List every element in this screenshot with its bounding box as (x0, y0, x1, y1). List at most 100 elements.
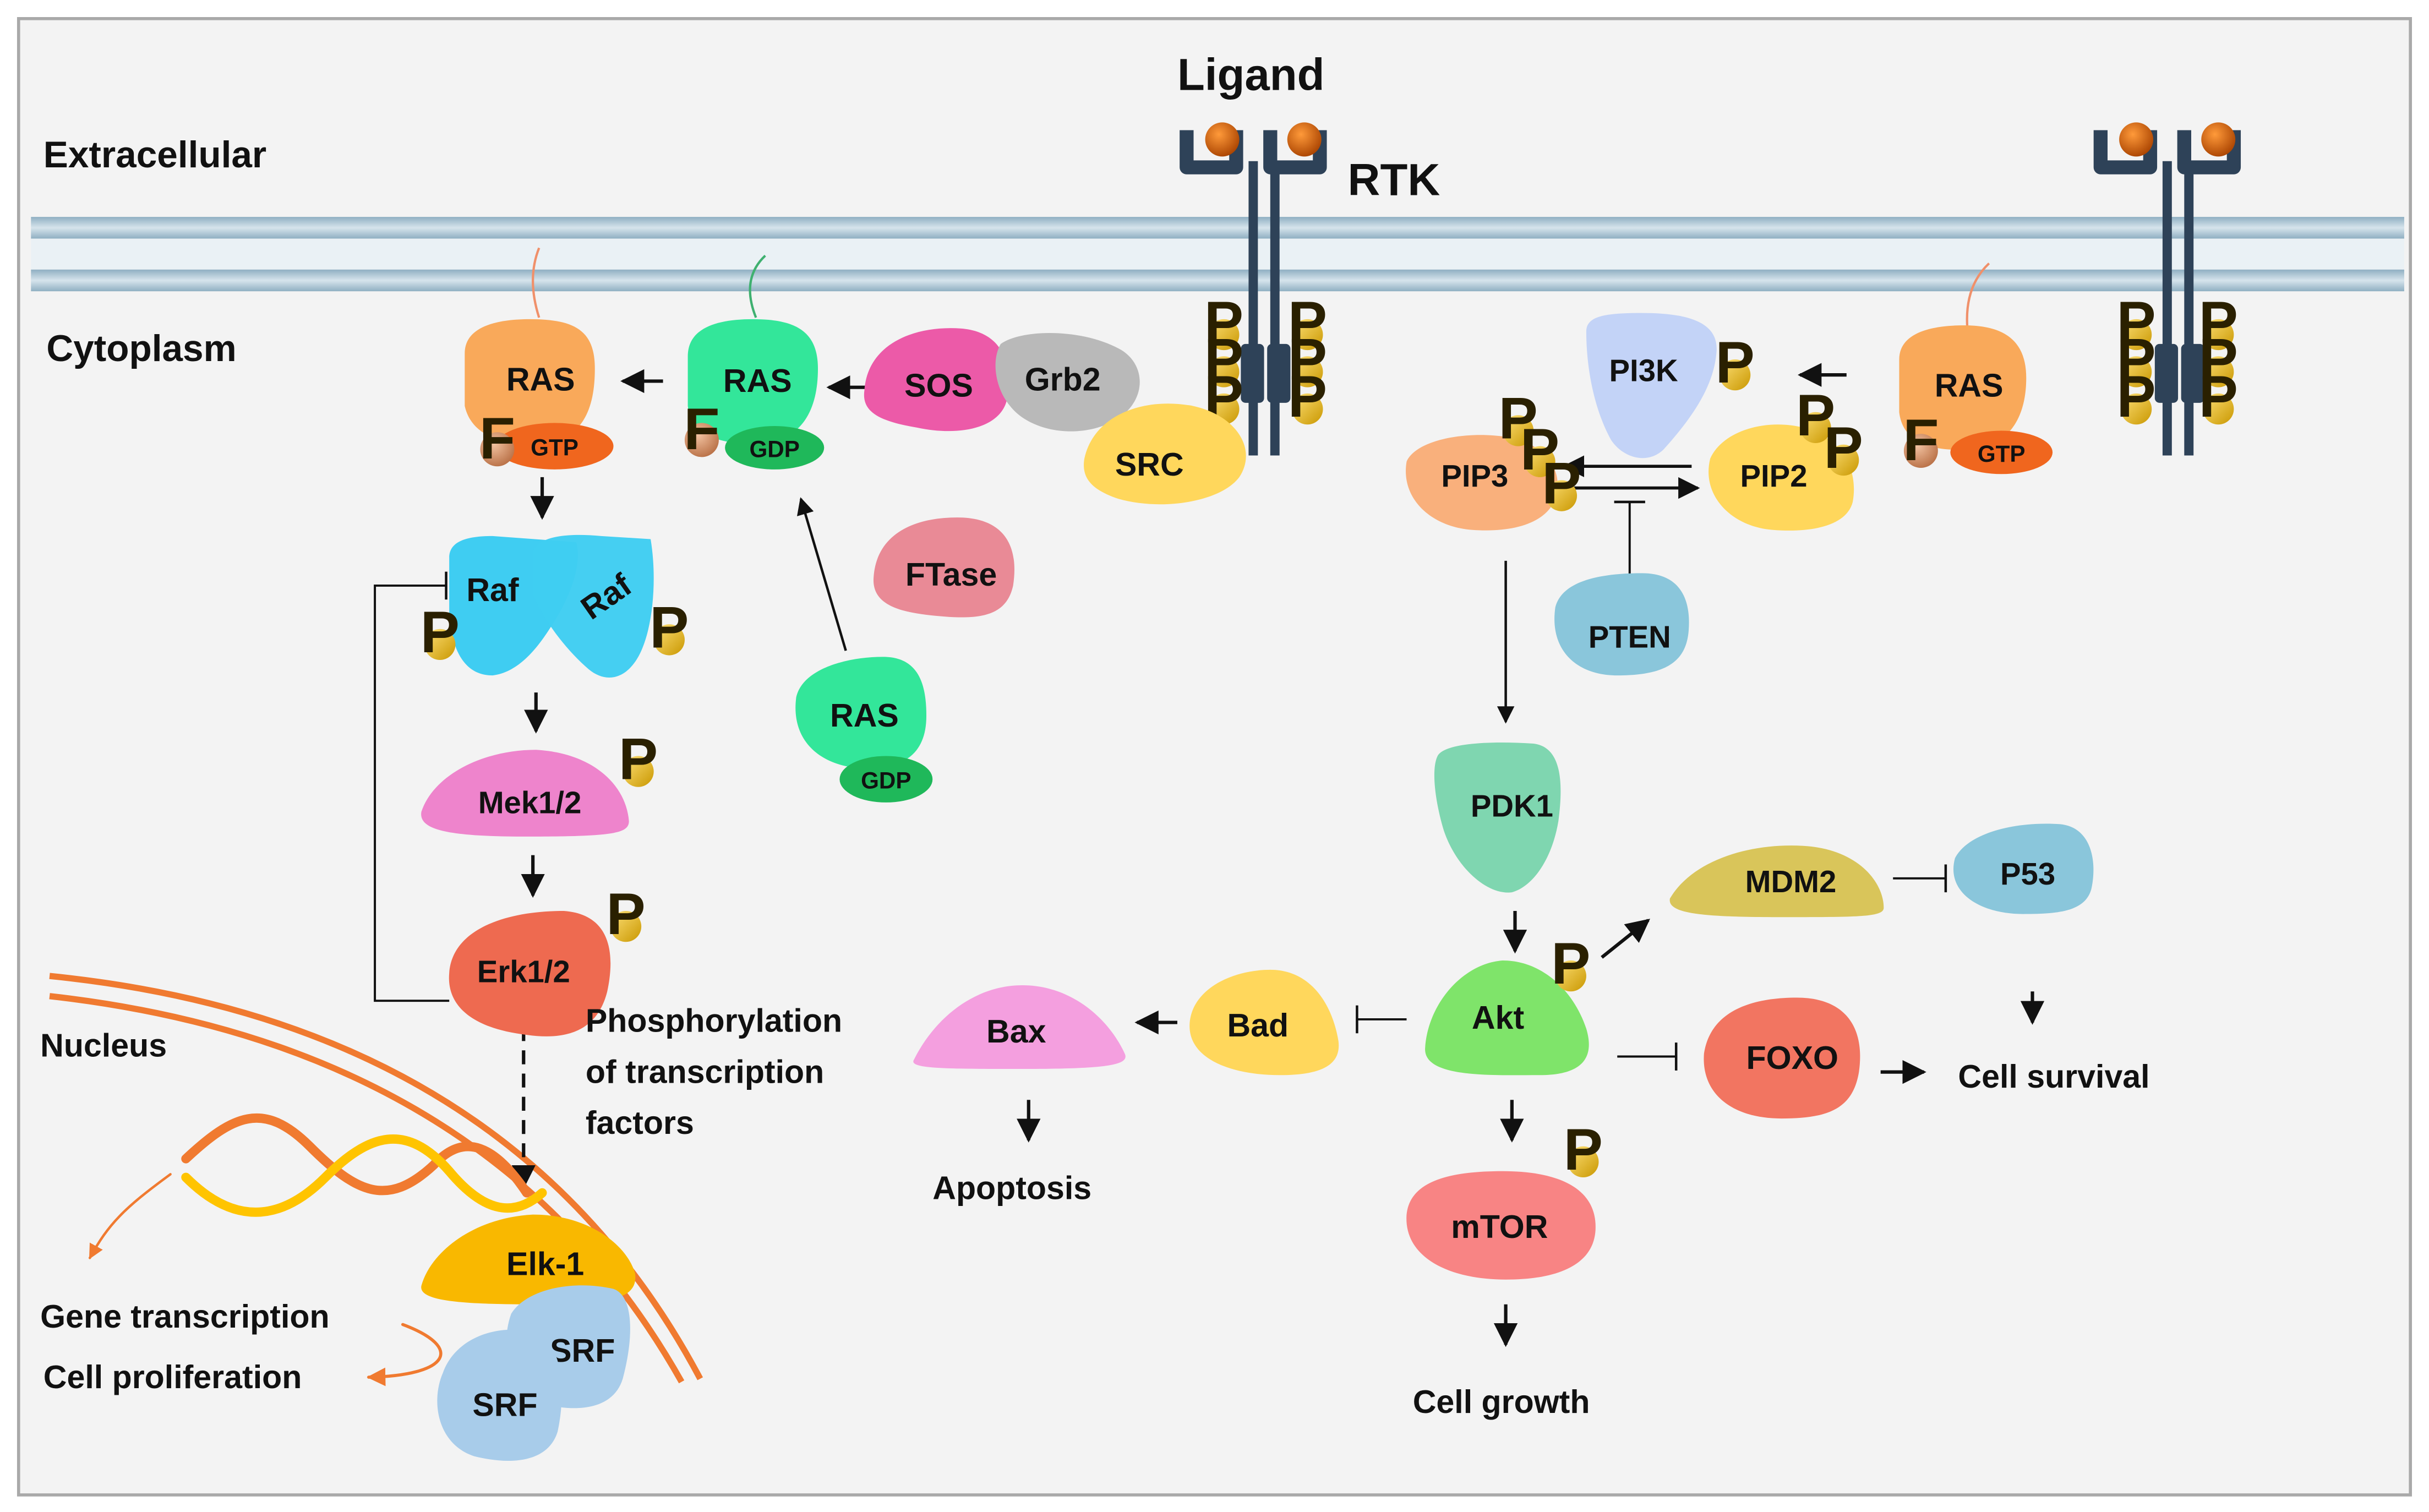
phospho-icon: P (421, 599, 460, 665)
pten-label: PTEN (1589, 619, 1671, 654)
svg-text:P: P (2199, 326, 2238, 392)
pdk1-protein: PDK1 (1434, 742, 1561, 893)
ras-gdp-label: RAS (723, 362, 792, 399)
phospho-icon: P (2199, 363, 2238, 429)
mek-protein: Mek1/2 P (421, 726, 658, 837)
gene-transcription-label: Gene transcription (40, 1298, 329, 1335)
svg-text:P: P (1824, 414, 1863, 481)
svg-text:P: P (606, 881, 645, 947)
ras-gtp-complex: RAS GTP F (465, 319, 614, 471)
phospho-icon: P (619, 726, 658, 792)
ras-free-complex: RAS GDP (795, 657, 933, 803)
raf-dimer: Raf Raf P P (421, 534, 689, 678)
phospho-icon: P (2116, 326, 2155, 392)
ftase-label: FTase (905, 556, 997, 593)
svg-text:P: P (1498, 385, 1537, 451)
gdp-label: GDP (749, 436, 799, 462)
phospho-icon: P (2116, 289, 2155, 355)
factors-label: factors (586, 1104, 694, 1141)
extracellular-label: Extracellular (43, 134, 266, 176)
pip3-protein: PIP3 P P P (1406, 385, 1581, 531)
svg-text:P: P (1204, 289, 1243, 355)
gdp-badge (839, 756, 933, 803)
svg-text:P: P (2116, 326, 2155, 392)
gdp-free-label: GDP (861, 768, 911, 794)
src-protein: SRC (1084, 403, 1246, 505)
phospho-icon: P (2199, 326, 2238, 392)
gtp-badge (495, 423, 614, 470)
srf-lower-label: SRF (472, 1386, 537, 1423)
dna-helix-icon (88, 1113, 547, 1387)
gtp-badge (1950, 430, 2053, 474)
farnesyl-icon: F (479, 405, 515, 471)
srf-protein-lower: SRF (437, 1329, 562, 1461)
svg-text:P: P (2116, 363, 2155, 429)
svg-text:F: F (479, 405, 515, 471)
cell-growth-label: Cell growth (1413, 1383, 1590, 1420)
raf-left-label: Raf (466, 571, 519, 608)
bad-label: Bad (1227, 1007, 1289, 1044)
phospho-icon: P (2199, 289, 2238, 355)
pdk1-label: PDK1 (1471, 788, 1553, 823)
gdp-badge (725, 426, 825, 470)
svg-text:P: P (1288, 289, 1327, 355)
cell-survival-label: Cell survival (1958, 1058, 2149, 1095)
phospho-icon: P (1551, 930, 1590, 996)
ligand-ball-icon (1287, 122, 1322, 157)
rtk-right-phospho-group: P P P P P P (2116, 289, 2237, 429)
mtor-protein: mTOR P (1406, 1116, 1603, 1280)
sos-label: SOS (904, 367, 973, 404)
svg-text:P: P (1520, 416, 1559, 482)
pip2-protein: PIP2 P P (1709, 382, 1863, 531)
bax-protein: Bax (913, 985, 1126, 1069)
pten-protein: PTEN (1554, 573, 1689, 676)
akt-label: Akt (1472, 999, 1524, 1036)
erk-label: Erk1/2 (477, 954, 570, 989)
akt-protein: Akt P (1425, 930, 1590, 1076)
arrow-akt-to-mdm2 (1601, 919, 1650, 959)
gtp-right-label: GTP (1978, 441, 2026, 467)
ligand-ball-icon (2201, 122, 2236, 157)
mdm2-protein: MDM2 (1669, 845, 1884, 918)
rtk-receptor-left (1180, 122, 1327, 456)
phospho-icon: P (1498, 385, 1537, 451)
mdm2-label: MDM2 (1745, 864, 1837, 899)
svg-text:P: P (2199, 289, 2238, 355)
cell-membrane (31, 217, 2404, 292)
rtk-receptor-right (2093, 122, 2241, 456)
nucleus-label: Nucleus (40, 1027, 167, 1063)
bad-protein: Bad (1189, 969, 1339, 1076)
phospho-icon: P (2116, 363, 2155, 429)
svg-text:P: P (1204, 326, 1243, 392)
ligand-label: Ligand (1177, 50, 1324, 100)
p53-protein: P53 (1953, 823, 2094, 914)
pi3k-protein: PI3K P (1586, 313, 1755, 458)
phospho-icon: P (1542, 450, 1581, 516)
foxo-protein: FOXO (1704, 997, 1860, 1119)
of-transcription-label: of transcription (586, 1053, 824, 1090)
svg-text:P: P (2116, 289, 2155, 355)
p53-label: P53 (2000, 856, 2055, 891)
svg-text:P: P (1288, 363, 1327, 429)
mek-label: Mek1/2 (478, 785, 582, 820)
farnesyl-icon: F (1903, 407, 1939, 473)
src-label: SRC (1115, 446, 1184, 483)
svg-text:P: P (2199, 363, 2238, 429)
mtor-label: mTOR (1451, 1208, 1548, 1245)
pip2-label: PIP2 (1740, 458, 1808, 493)
apoptosis-label: Apoptosis (932, 1169, 1091, 1206)
ras-gtp-right-complex: RAS GTP F (1899, 325, 2053, 474)
pathway-connectors (374, 363, 2045, 1347)
lipid-anchor-tails (532, 247, 1990, 329)
ftase-protein: FTase (873, 517, 1014, 618)
ras-free-label: RAS (830, 697, 899, 734)
phosphorylation-label: Phosphorylation (586, 1002, 842, 1039)
erk-protein: Erk1/2 P (449, 881, 646, 1036)
gtp-label: GTP (531, 435, 578, 461)
farnesyl-icon: F (684, 396, 719, 462)
svg-text:P: P (1542, 450, 1581, 516)
sos-protein: SOS (864, 328, 1009, 432)
phospho-icon: P (606, 881, 645, 947)
